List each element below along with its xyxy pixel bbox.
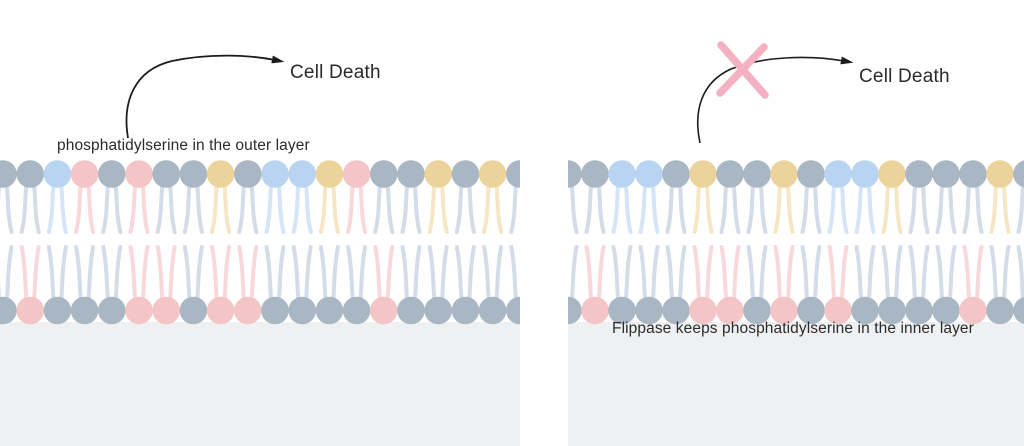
outer-head-gray	[959, 160, 987, 188]
lipid-tails	[0, 184, 518, 300]
inner-head-gray	[1013, 297, 1024, 324]
outer-head-pink	[70, 160, 99, 188]
outer-head-gray	[16, 160, 44, 188]
outer-head-gray	[581, 160, 609, 188]
inner-head-gray	[905, 296, 933, 325]
inner-head-pink	[234, 296, 262, 325]
inner-head-gray	[743, 296, 771, 325]
inner-head-gray	[932, 296, 960, 325]
outer-head-yellow	[478, 160, 507, 188]
outer-head-gray	[370, 160, 398, 188]
inner-head-gray	[261, 296, 289, 325]
phosphatidylserine-outer-layer-label: phosphatidylserine in the outer layer	[57, 137, 310, 154]
arrow-to-cell-death-right	[696, 41, 854, 144]
membrane-bilayer-left	[0, 160, 520, 446]
outer-head-gray	[568, 160, 582, 188]
inner-head-gray	[43, 296, 72, 325]
outer-head-blue	[851, 160, 879, 188]
inner-head-pink	[581, 296, 609, 325]
inner-head-gray	[342, 296, 371, 325]
outer-head-blue	[261, 160, 289, 188]
lipid-heads	[568, 160, 1024, 325]
outer-head-pink	[125, 160, 153, 188]
inner-head-gray	[98, 296, 126, 325]
outer-head-gray	[451, 160, 480, 188]
inner-head-gray	[179, 296, 208, 325]
outer-head-yellow	[770, 160, 798, 188]
inner-head-pink	[125, 296, 153, 325]
lipid-heads	[0, 160, 520, 325]
outer-head-gray	[797, 160, 825, 188]
cytoplasm-region	[0, 322, 520, 446]
inner-head-gray	[506, 296, 520, 325]
inner-head-pink	[152, 296, 180, 325]
outer-head-blue	[43, 160, 72, 188]
outer-head-gray	[1013, 160, 1024, 188]
inner-head-gray	[986, 296, 1014, 325]
outer-head-blue	[608, 160, 636, 188]
outer-head-gray	[932, 160, 960, 188]
inner-head-gray	[0, 296, 17, 325]
outer-head-yellow	[689, 160, 717, 188]
inner-head-pink	[824, 296, 852, 325]
inner-head-gray	[662, 296, 690, 325]
cell-death-label-right: Cell Death	[859, 66, 950, 87]
outer-head-gray	[234, 160, 262, 188]
panel-without-flippase: phosphatidylserine in the outer layer Ce…	[0, 54, 520, 446]
inner-head-pink	[689, 296, 717, 325]
inner-head-pink	[16, 296, 44, 325]
inner-head-gray	[608, 296, 636, 325]
flippase-inner-layer-label: Flippase keeps phosphatidylserine in the…	[612, 320, 974, 337]
inner-head-pink	[370, 296, 398, 325]
inner-head-gray	[568, 296, 582, 325]
outer-head-pink	[342, 160, 371, 188]
outer-head-gray	[662, 160, 690, 188]
cell-death-label-left: Cell Death	[290, 62, 381, 83]
inner-head-pink	[206, 296, 235, 325]
inner-head-pink	[959, 296, 987, 325]
curved-arrow-icon	[696, 56, 854, 144]
inner-head-gray	[397, 296, 425, 325]
inner-head-gray	[851, 296, 879, 325]
outer-head-yellow	[424, 160, 453, 188]
membrane-bilayer-right	[568, 160, 1024, 446]
arrow-to-cell-death-left	[125, 54, 285, 139]
inner-head-gray	[70, 296, 99, 325]
outer-head-blue	[288, 160, 317, 188]
outer-head-yellow	[315, 160, 344, 188]
outer-head-blue	[824, 160, 852, 188]
inner-head-gray	[315, 296, 344, 325]
inner-head-gray	[451, 296, 480, 325]
cytoplasm-region	[568, 322, 1024, 446]
outer-head-yellow	[206, 160, 235, 188]
inner-head-gray	[424, 296, 453, 325]
inner-head-pink	[716, 296, 744, 325]
outer-head-gray	[905, 160, 933, 188]
inner-head-gray	[288, 296, 317, 325]
inner-head-gray	[878, 296, 906, 325]
outer-head-yellow	[878, 160, 906, 188]
outer-head-blue	[635, 160, 663, 188]
inner-head-pink	[770, 296, 798, 325]
outer-head-gray	[506, 160, 520, 188]
outer-head-gray	[716, 160, 744, 188]
panel-with-flippase: Cell Death Flippase keeps phosphatidylse…	[568, 0, 1024, 446]
prohibition-cross-icon	[716, 41, 769, 99]
outer-head-gray	[152, 160, 180, 188]
outer-head-gray	[98, 160, 126, 188]
lipid-tails	[570, 184, 1024, 300]
inner-head-gray	[478, 296, 507, 325]
inner-head-gray	[797, 296, 825, 325]
outer-head-yellow	[986, 160, 1014, 188]
outer-head-gray	[743, 160, 771, 188]
outer-head-gray	[397, 160, 425, 188]
outer-head-gray	[179, 160, 208, 188]
inner-head-gray	[635, 296, 663, 325]
outer-head-gray	[0, 160, 17, 188]
curved-arrow-icon	[125, 54, 285, 139]
